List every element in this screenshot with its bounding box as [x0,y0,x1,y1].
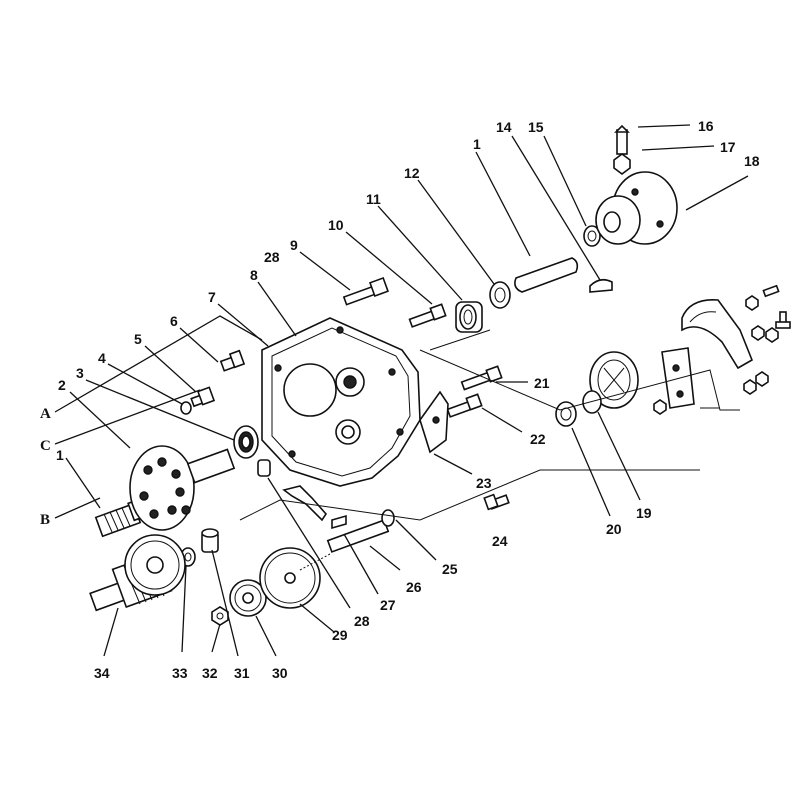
callout-25: 25 [442,561,458,577]
callout-14: 14 [496,119,512,135]
needle-bearing-11 [455,301,483,333]
callout-32: 32 [202,665,218,681]
callout-30: 30 [272,665,288,681]
pulley-19 [582,351,639,414]
bolt-16 [614,124,630,155]
bolt-24 [483,493,510,511]
callout-21: 21 [534,375,550,391]
callout-15: 15 [528,119,544,135]
callout-6: 6 [170,313,178,329]
callout-10: 10 [328,217,344,233]
callout-33: 33 [172,665,188,681]
small-hardware-right [743,284,791,395]
nut-17 [613,153,631,175]
reference-letters: A B C [40,406,51,528]
bearing-20 [555,401,577,427]
bolt-10 [408,303,447,328]
callout-18: 18 [744,153,760,169]
bolt-22 [446,393,483,418]
callout-5: 5 [134,331,142,347]
sprocket-29 [259,547,321,609]
callout-27: 27 [380,597,396,613]
lever-tab [282,485,328,522]
callout-17: 17 [720,139,736,155]
callout-3: 3 [76,365,84,381]
callout-24: 24 [492,533,508,549]
sprocket-large-34 [124,534,186,596]
ring-12 [489,281,511,309]
bracket [653,347,695,415]
reference-letter-b: B [40,512,50,528]
bolt-21 [460,365,503,391]
gear-30 [229,579,267,617]
callout-26: 26 [406,579,422,595]
callout-22: 22 [530,431,546,447]
callout-12: 12 [404,165,420,181]
callout-28-bottom: 28 [354,613,370,629]
belt-guard [681,299,754,370]
callout-28-top: 28 [264,249,280,265]
callout-9: 9 [290,237,298,253]
mounting-plate-23 [419,390,449,454]
bolt-6 [219,349,246,372]
callout-1-bottom: 1 [56,447,64,463]
alignment-lines [54,315,740,521]
reference-letter-c: C [40,438,51,454]
leader-lines [65,124,749,657]
callout-23: 23 [476,475,492,491]
callout-1-top: 1 [473,136,481,152]
washer-25 [381,509,395,527]
snap-ring-15 [583,225,601,247]
callout-16: 16 [698,118,714,134]
gearbox-housing-8 [261,317,421,487]
bearing-3 [233,425,259,459]
callout-7: 7 [208,289,216,305]
callout-4: 4 [98,350,106,366]
callout-labels: 1 1 2 3 4 5 6 7 8 9 10 11 12 14 15 16 17… [56,118,760,681]
callout-8: 8 [250,267,258,283]
bushing-31 [201,528,219,553]
callout-11: 11 [366,191,381,207]
bolt-5 [190,386,216,408]
callout-31: 31 [234,665,250,681]
hub-2 [129,445,236,531]
callout-29: 29 [332,627,348,643]
washer-4 [180,401,192,415]
reference-letter-a: A [40,406,51,422]
callout-19: 19 [636,505,652,521]
bolt-9 [342,277,389,306]
dowel-28 [257,459,271,477]
callout-34: 34 [94,665,110,681]
callout-2: 2 [58,377,66,393]
key-27 [331,514,347,530]
pin-shaft-1 [514,257,579,293]
pulley-hub-18 [595,171,678,245]
nut-32 [211,606,229,626]
callout-20: 20 [606,521,622,537]
key-14 [589,278,613,293]
